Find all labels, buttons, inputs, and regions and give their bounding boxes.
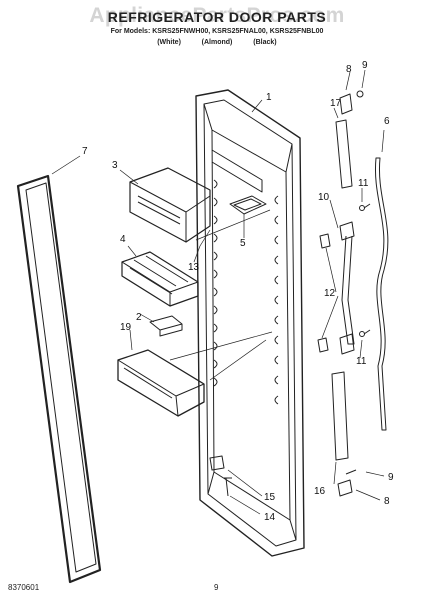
callout-1: 1 <box>266 92 272 103</box>
page-number: 9 <box>214 583 219 592</box>
door-closing-cam <box>209 455 232 497</box>
callout-12: 12 <box>324 288 336 299</box>
model-numbers: For Models: KSRS25FNWH00, KSRS25FNAL00, … <box>110 28 324 35</box>
handle-trim-lower <box>331 371 349 461</box>
callout-9-lower: 9 <box>388 472 394 483</box>
callout-4: 4 <box>120 234 126 245</box>
callout-17: 17 <box>330 98 342 109</box>
door-liner <box>195 89 305 557</box>
door-trim-strip <box>374 157 389 431</box>
model-colors: (White) (Almond) (Black) <box>0 39 434 46</box>
callout-15: 15 <box>264 492 276 503</box>
document-number: 8370601 <box>8 583 40 592</box>
callout-9: 9 <box>362 60 368 71</box>
callout-10: 10 <box>318 192 330 203</box>
leader-lines <box>51 69 385 515</box>
door-shelf-bumps <box>213 179 279 405</box>
shelf-clip <box>229 195 267 215</box>
callout-19: 19 <box>120 322 132 333</box>
door-bin <box>117 349 205 417</box>
callout-16: 16 <box>314 486 326 497</box>
callout-7: 7 <box>82 146 88 157</box>
callout-2: 2 <box>136 312 142 323</box>
bottom-hinge <box>337 469 357 497</box>
color-almond: (Almond) <box>201 39 233 46</box>
color-black: (Black) <box>253 39 277 46</box>
callout-8: 8 <box>346 64 352 75</box>
color-white: (White) <box>157 39 181 46</box>
callout-6: 6 <box>384 116 390 127</box>
callout-5: 5 <box>240 238 246 249</box>
egg-tray <box>121 251 199 307</box>
retainer-bracket <box>149 315 183 337</box>
callout-11: 11 <box>358 178 369 189</box>
top-hinge <box>339 90 364 115</box>
handle-trim-upper <box>335 119 353 189</box>
diagram-title: REFRIGERATOR DOOR PARTS <box>107 9 327 25</box>
callout-3: 3 <box>112 160 118 171</box>
callout-13: 13 <box>188 262 200 273</box>
dairy-compartment-door <box>129 167 211 243</box>
door-handle <box>317 203 371 355</box>
callout-11-lower: 11 <box>356 356 367 367</box>
callout-14: 14 <box>264 512 276 523</box>
door-gasket <box>16 174 102 584</box>
watermark: AppliancePartsPros.com <box>89 4 345 27</box>
callout-8-lower: 8 <box>384 496 390 507</box>
